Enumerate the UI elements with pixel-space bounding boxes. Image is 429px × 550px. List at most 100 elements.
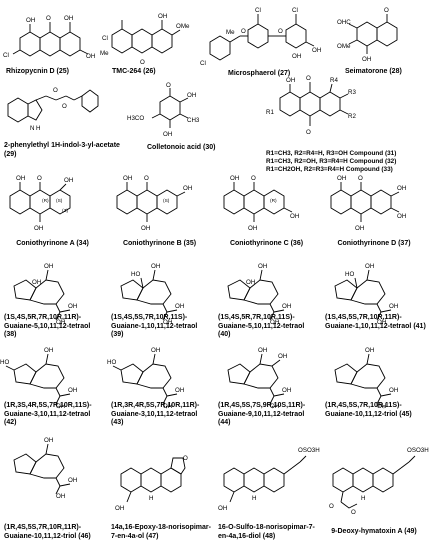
svg-text:OH: OH [230,175,239,182]
svg-text:OH: OH [218,505,227,512]
svg-text:OMe: OMe [337,43,351,50]
label-35: Coniothyrinone B (35) [122,240,197,247]
structure-45: OH OH OH (1R,4S,5S,7R,10R,11S)-Guaiane-1… [321,340,429,430]
svg-text:H: H [252,495,256,502]
svg-text:Cl: Cl [3,52,9,59]
structure-30: O OH CH3 H3CO OH Colletonoic acid (30) [125,82,235,162]
structure-35: OH O OH OH (S) Coniothyrinone B (35) [107,166,212,256]
svg-text:O: O [46,15,51,22]
svg-text:HO: HO [107,359,116,366]
label-46: (1R,4S,5S,7R,10R,11R)-Guaiane-10,11,12-t… [4,524,91,540]
label-27: Microsphaerol (27) [228,70,291,77]
label-31: R1=CH3, R2=R4=H, R3=OH Compound (31) [266,150,397,157]
svg-text:(S): (S) [163,198,170,204]
svg-text:HO: HO [131,271,140,278]
label-41: (1S,4S,5S,7R,10R,11R)-Guaiane-1,10,11,12… [325,314,426,330]
svg-text:OH: OH [86,53,95,60]
structure-28-drawing: O OHC OMe OH [337,7,398,63]
structure-28: O OHC OMe OH Seimatorone (28) [335,0,429,80]
svg-text:OH: OH [16,175,25,182]
svg-text:OH: OH [365,263,374,270]
structure-36: OH O OH OH (R) Coniothyrinone C (36) [214,166,319,256]
svg-text:OH: OH [32,279,41,286]
svg-text:R4: R4 [330,77,338,84]
label-28: Seimatorone (28) [345,68,402,75]
svg-text:OH: OH [312,47,321,54]
label-47: 14a,16-Epoxy-18-norisopimar-7-en-4a-ol (… [111,524,211,540]
svg-text:OH: OH [34,225,43,232]
svg-text:OH: OH [278,353,287,360]
svg-text:OH: OH [163,319,172,326]
svg-text:OH: OH [175,303,184,310]
structure-40-drawing: OH OH OH OH [227,263,291,326]
label-34: Coniothyrinone A (34) [16,240,89,247]
structure-49-drawing: OSO3H O O H [329,447,429,516]
structure-47-drawing: O OH H [115,455,188,512]
svg-text:OH: OH [68,387,77,394]
svg-text:OH: OH [56,403,65,410]
svg-text:R3: R3 [348,89,356,96]
svg-text:OH: OH [141,225,150,232]
svg-text:OH: OH [282,303,291,310]
structure-37: OH O OH OH OH Coniothyrinone D (37) [321,166,429,256]
structure-46: OH OH OH (1R,4S,5S,7R,10R,11R)-Guaiane-1… [0,430,105,550]
svg-text:O: O [358,175,363,182]
svg-text:Cl: Cl [200,60,206,67]
svg-text:Me: Me [226,29,235,36]
svg-text:Cl: Cl [102,35,108,42]
svg-text:Cl: Cl [292,7,298,14]
label-39: (1S,4S,5S,7R,10R,11S)-Guaiane-1,10,11,12… [111,314,198,338]
structure-43: OH OH OH HO (1R,3R,4R,5S,7R,10R,11R)-Gua… [107,340,212,430]
structure-34-drawing: OH O OH OH (R) (S) (Z) [9,175,73,232]
structure-48: OSO3H OH H 16-O-Sulfo-18-norisopimar-7-e… [214,430,320,550]
label-26: TMC-264 (26) [112,68,156,75]
svg-text:O: O [166,82,171,89]
structure-39-drawing: OH OH OH HO [120,263,184,326]
svg-text:OHC: OHC [337,19,351,26]
svg-text:OH: OH [163,403,172,410]
svg-text:O: O [306,129,311,136]
svg-text:OH: OH [270,403,279,410]
svg-text:O: O [306,75,311,82]
svg-text:H: H [361,495,365,502]
structure-40: OH OH OH OH (1S,4S,5R,7R,10R,11S)-Guaian… [214,256,319,342]
svg-text:OH: OH [258,347,267,354]
structure-29: O O N H 2-phenylethyl 1H-indol-3-yl-acet… [0,82,120,162]
svg-text:OH: OH [377,403,386,410]
structure-41-drawing: OH OH OH HO [334,263,398,326]
svg-text:OH: OH [64,15,73,22]
svg-text:O: O [278,28,283,35]
svg-text:O: O [329,503,334,510]
label-30: Colletonoic acid (30) [147,144,216,151]
structure-49: OSO3H O O H 9-Deoxy-hymatoxin A (49) [321,430,429,550]
structure-29-drawing: O O N H [7,87,99,132]
svg-text:(R): (R) [42,198,49,204]
svg-text:O: O [351,509,356,516]
structure-30-drawing: O OH CH3 H3CO OH [127,82,200,138]
svg-text:Cl: Cl [255,7,261,14]
structure-47: O OH H 14a,16-Epoxy-18-norisopimar-7-en-… [107,430,212,550]
svg-text:OH: OH [365,347,374,354]
svg-text:OH: OH [397,185,406,192]
svg-text:O: O [37,175,42,182]
label-36: Coniothyrinone C (36) [229,240,304,247]
structure-25-drawing: OH OH OH Cl O [3,15,95,60]
structure-26: OMe OH Cl Me O TMC-264 (26) [100,0,200,80]
label-42: (1R,3S,4R,5S,7R,10R,11S)-Guaiane-3,10,11… [4,402,92,426]
svg-text:OH: OH [389,303,398,310]
svg-text:OH: OH [115,505,124,512]
structure-31-33-drawing: OH O O R4 R3 R2 R1 [266,75,356,136]
structure-37-drawing: OH O OH OH OH [330,175,406,232]
label-32: R1=CH3, R2=OH, R3=R4=H Compound (32) [266,158,397,165]
label-38: (1S,4S,5R,7R,10R,11R)-Guaiane-5,10,11,12… [4,314,91,338]
label-48: 16-O-Sulfo-18-norisopimar-7-en-4a,16-dio… [218,524,315,540]
structure-46-drawing: OH OH OH [13,437,77,500]
svg-text:OH: OH [187,92,196,99]
svg-text:OH: OH [158,13,167,20]
svg-text:OSO3H: OSO3H [298,447,320,454]
svg-text:O: O [62,103,67,110]
svg-text:R2: R2 [348,113,356,120]
svg-text:OH: OH [389,387,398,394]
svg-text:OH: OH [183,185,192,192]
svg-text:OH: OH [56,319,65,326]
